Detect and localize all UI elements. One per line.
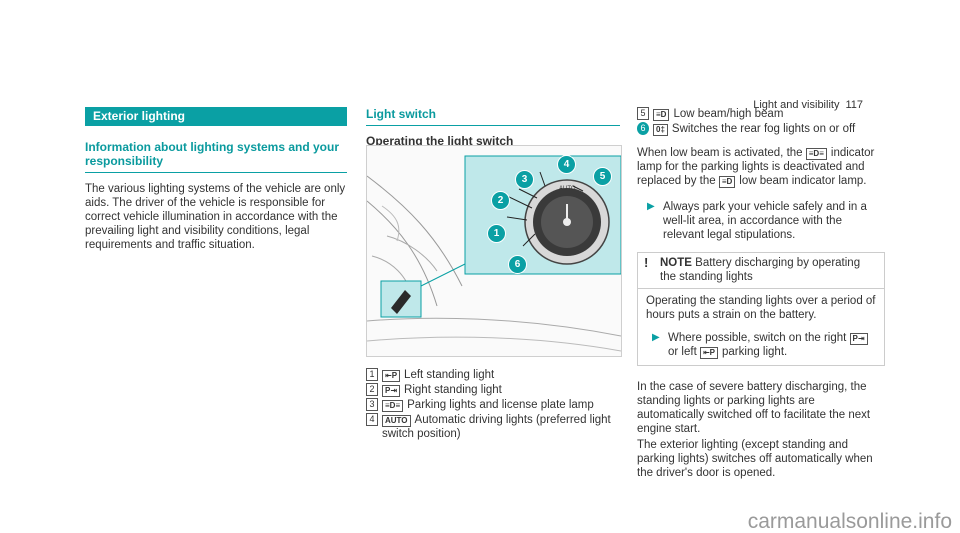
triangle-bullet-icon: ▶: [647, 201, 655, 212]
running-header: Light and visibility 117: [753, 98, 863, 112]
low-beam-icon: ≡D: [653, 109, 670, 121]
light-switch-figure: AUTO 1 2 3 4 5 6: [366, 145, 622, 357]
heading-rule: [366, 125, 620, 126]
legend-row: 2 P⇥Right standing light: [366, 383, 620, 397]
legend-num: 5: [637, 107, 649, 120]
note-text: Operating the standing lights over a per…: [646, 295, 876, 321]
legend-text: Switches the rear fog lights on or off: [671, 123, 856, 135]
note-body: Operating the standing lights over a per…: [638, 288, 884, 365]
rear-fog-light-icon: 0‡: [653, 124, 668, 136]
operating-subheading: Operating the light switch: [366, 134, 514, 148]
legend-num: 6: [637, 122, 649, 135]
heading-rule: [85, 172, 347, 173]
left-column: Exterior lighting Information about ligh…: [85, 107, 347, 252]
callout-badge-2: 2: [491, 191, 510, 210]
middle-column: Light switch Operating the light switch: [366, 107, 620, 148]
legend-row: 6 0‡Switches the rear fog lights on or o…: [637, 122, 885, 136]
note-label: NOTE: [660, 257, 692, 269]
legend-num: 2: [366, 383, 378, 396]
discharge-paragraph: In the case of severe battery dischargin…: [637, 381, 871, 435]
note-instruction-text: Where possible, switch on the right: [668, 332, 847, 344]
left-standing-light-icon: ⇤P: [382, 370, 401, 382]
switch-auto-label: AUTO: [559, 186, 576, 192]
callout-badge-4: 4: [557, 155, 576, 174]
callout-badge-5: 5: [593, 167, 612, 186]
watermark: carmanualsonline.info: [747, 510, 952, 533]
legend-text: Right standing light: [404, 384, 502, 396]
callout-badge-1: 1: [487, 224, 506, 243]
page-number: 117: [845, 99, 863, 111]
note-instruction-text: or left: [668, 346, 697, 358]
para-text: When low beam is activated, the: [637, 147, 803, 159]
triangle-bullet-icon: ▶: [652, 332, 660, 343]
note-title: Battery discharging by operating the sta…: [660, 257, 861, 283]
section-bar: Exterior lighting: [85, 107, 347, 126]
auto-lights-icon: AUTO: [382, 415, 411, 427]
para-text: low beam indicator lamp.: [739, 175, 867, 187]
note-instruction-text: parking light.: [722, 346, 788, 358]
dashboard-illustration: AUTO: [367, 155, 621, 352]
legend-num: 1: [366, 368, 378, 381]
info-heading: Information about lighting systems and y…: [85, 140, 340, 168]
right-standing-light-icon: P⇥: [382, 385, 401, 397]
section-name: Light and visibility: [753, 99, 840, 111]
note-box: ! NOTE Battery discharging by operating …: [637, 252, 885, 366]
low-beam-paragraph: When low beam is activated, the ≡D≡indic…: [637, 146, 885, 188]
note-instruction: ▶ Where possible, switch on the right P⇥…: [646, 331, 878, 359]
legend-text: Automatic driving lights (preferred ligh…: [382, 414, 611, 440]
warning-exclamation-icon: !: [644, 255, 649, 270]
instruction-text: Always park your vehicle safely and in a…: [663, 201, 867, 241]
callout-badge-6: 6: [508, 255, 527, 274]
legend-text: Low beam/high beam: [673, 108, 784, 120]
legend-row: 3 ≡D≡Parking lights and license plate la…: [366, 398, 620, 412]
low-beam-icon: ≡D: [718, 176, 736, 188]
legend-num: 4: [366, 413, 378, 426]
note-header: ! NOTE Battery discharging by operating …: [638, 253, 884, 288]
light-switch-heading: Light switch: [366, 107, 436, 121]
left-standing-light-icon: ⇤P: [699, 347, 719, 359]
callout-badge-3: 3: [515, 170, 534, 189]
instruction-item: ▶ Always park your vehicle safely and in…: [637, 200, 885, 242]
legend-text: Parking lights and license plate lamp: [407, 399, 594, 411]
parking-lights-icon: ≡D≡: [382, 400, 404, 412]
right-standing-light-icon: P⇥: [849, 333, 868, 345]
legend-num: 3: [366, 398, 378, 411]
para-text: indicator lamp for the parking lights is…: [637, 147, 875, 187]
parking-lights-icon: ≡D≡: [805, 148, 827, 160]
legend-text: Left standing light: [404, 369, 495, 381]
intro-paragraph: The various lighting systems of the vehi…: [85, 183, 346, 251]
auto-off-paragraph: The exterior lighting (except standing a…: [637, 439, 873, 479]
